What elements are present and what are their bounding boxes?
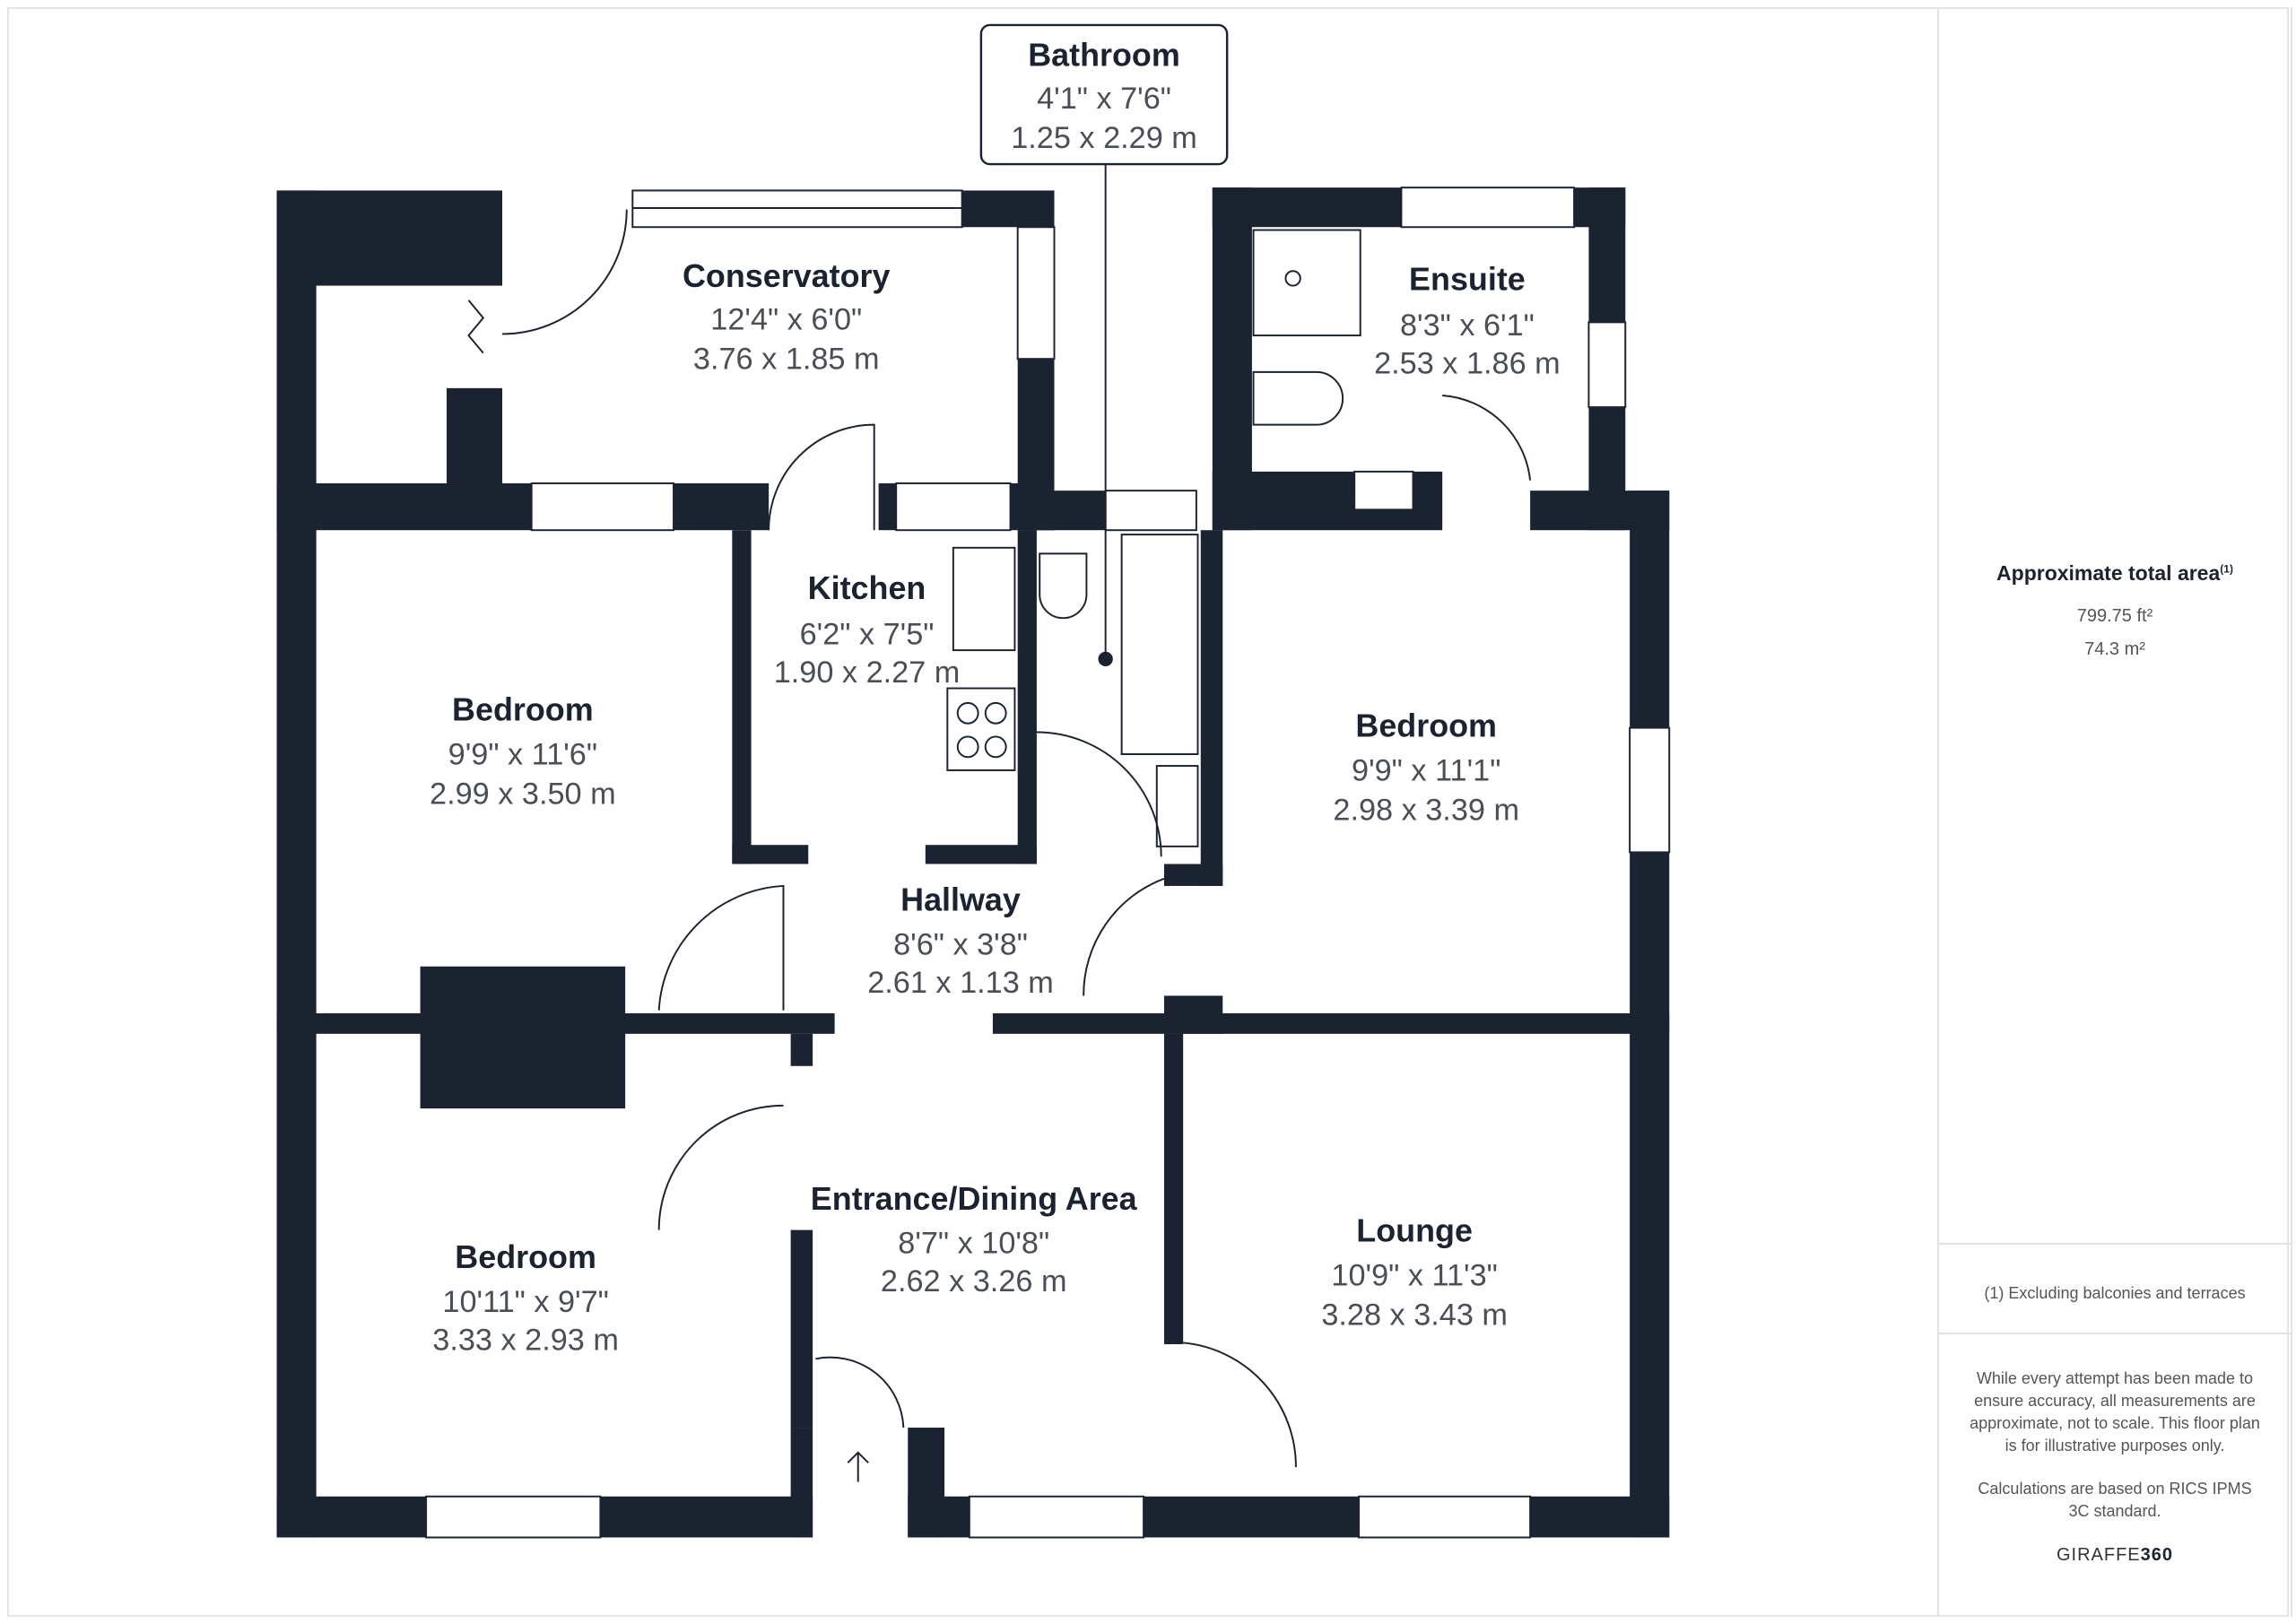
room-name-bedroom-2: Bedroom bbox=[1355, 707, 1497, 743]
window bbox=[1104, 490, 1197, 532]
entrance-arrow-icon bbox=[847, 1451, 869, 1482]
hob bbox=[946, 687, 1016, 771]
window bbox=[530, 482, 674, 532]
area-ft: 799.75 ft² bbox=[2076, 606, 2153, 626]
room-name-ensuite: Ensuite bbox=[1409, 260, 1526, 297]
area-m: 74.3 m² bbox=[2084, 639, 2145, 659]
window bbox=[1629, 726, 1671, 854]
page-frame bbox=[7, 7, 2289, 1617]
bathroom-label-box bbox=[979, 23, 1229, 166]
window bbox=[425, 1495, 602, 1539]
brand-bold: 360 bbox=[2140, 1545, 2174, 1565]
bathroom-basin bbox=[1155, 765, 1199, 847]
walls bbox=[276, 139, 1671, 1539]
window bbox=[1587, 321, 1627, 409]
shower-tray bbox=[1252, 229, 1361, 337]
room-name-bedroom-1: Bedroom bbox=[452, 690, 594, 727]
room-metric-ensuite: 2.53 x 1.86 m bbox=[1374, 347, 1561, 381]
toilet bbox=[1039, 552, 1088, 620]
room-imperial-bedroom-1: 9'9" x 11'6" bbox=[448, 737, 597, 771]
brand-logo: GIRAFFE360 bbox=[1939, 1545, 2291, 1566]
brand-light: GIRAFFE bbox=[2056, 1545, 2141, 1565]
room-imperial-bedroom-2: 9'9" x 11'1" bbox=[1352, 753, 1500, 787]
room-imperial-ensuite: 8'3" x 6'1" bbox=[1400, 308, 1535, 343]
room-metric-bedroom-3: 3.33 x 2.93 m bbox=[432, 1323, 619, 1357]
area-title: Approximate total area(1) bbox=[1939, 561, 2291, 586]
basin bbox=[1353, 470, 1414, 511]
footnote: (1) Excluding balconies and terraces bbox=[1984, 1284, 2246, 1302]
room-metric-conservatory: 3.76 x 1.85 m bbox=[693, 343, 880, 377]
room-imperial-lounge: 10'9" x 11'3" bbox=[1331, 1259, 1497, 1293]
room-imperial-kitchen: 6'2" x 7'5" bbox=[800, 618, 935, 652]
room-imperial-bathroom: 4'1" x 7'6" bbox=[1037, 82, 1171, 116]
room-metric-bathroom: 1.25 x 2.29 m bbox=[1011, 121, 1197, 155]
bath bbox=[1120, 534, 1199, 755]
sink bbox=[952, 546, 1016, 652]
room-metric-hallway: 2.61 x 1.13 m bbox=[867, 966, 1054, 1000]
room-metric-lounge: 3.28 x 3.43 m bbox=[1321, 1298, 1508, 1333]
room-name-bathroom: Bathroom bbox=[1028, 37, 1180, 74]
calc-note: Calculations are based on RICS IPMS 3C s… bbox=[1978, 1480, 2252, 1520]
room-name-conservatory: Conservatory bbox=[683, 257, 891, 294]
window bbox=[1016, 226, 1056, 360]
window bbox=[895, 482, 1012, 532]
divider bbox=[1939, 1243, 2291, 1245]
window bbox=[968, 1495, 1145, 1539]
area-footnote-marker: (1) bbox=[2220, 562, 2233, 576]
room-imperial-conservatory: 12'4" x 6'0" bbox=[710, 303, 862, 337]
window bbox=[1358, 1495, 1532, 1539]
room-name-bedroom-3: Bedroom bbox=[455, 1238, 596, 1275]
toilet bbox=[1252, 370, 1344, 426]
doors bbox=[467, 209, 1532, 1482]
room-name-entrance: Entrance/Dining Area bbox=[811, 1180, 1138, 1217]
room-imperial-hallway: 8'6" x 3'8" bbox=[893, 928, 1028, 962]
room-metric-entrance: 2.62 x 3.26 m bbox=[881, 1264, 1067, 1298]
room-imperial-entrance: 8'7" x 10'8" bbox=[898, 1227, 1049, 1261]
room-imperial-bedroom-3: 10'11" x 9'7" bbox=[442, 1285, 608, 1319]
room-name-lounge: Lounge bbox=[1356, 1212, 1473, 1249]
chimney-breast bbox=[420, 966, 626, 1109]
room-name-kitchen: Kitchen bbox=[808, 569, 926, 606]
room-metric-kitchen: 1.90 x 2.27 m bbox=[774, 656, 961, 690]
room-metric-bedroom-2: 2.98 x 3.39 m bbox=[1333, 793, 1519, 827]
info-panel: Approximate total area(1) 799.75 ft² 74.… bbox=[1937, 7, 2292, 1617]
divider bbox=[1939, 1333, 2291, 1334]
room-metric-bedroom-1: 2.99 x 3.50 m bbox=[430, 777, 616, 812]
disclaimer: While every attempt has been made to ens… bbox=[1970, 1369, 2260, 1455]
room-name-hallway: Hallway bbox=[900, 881, 1021, 918]
window bbox=[1400, 187, 1576, 229]
area-title-text: Approximate total area bbox=[1996, 561, 2221, 585]
